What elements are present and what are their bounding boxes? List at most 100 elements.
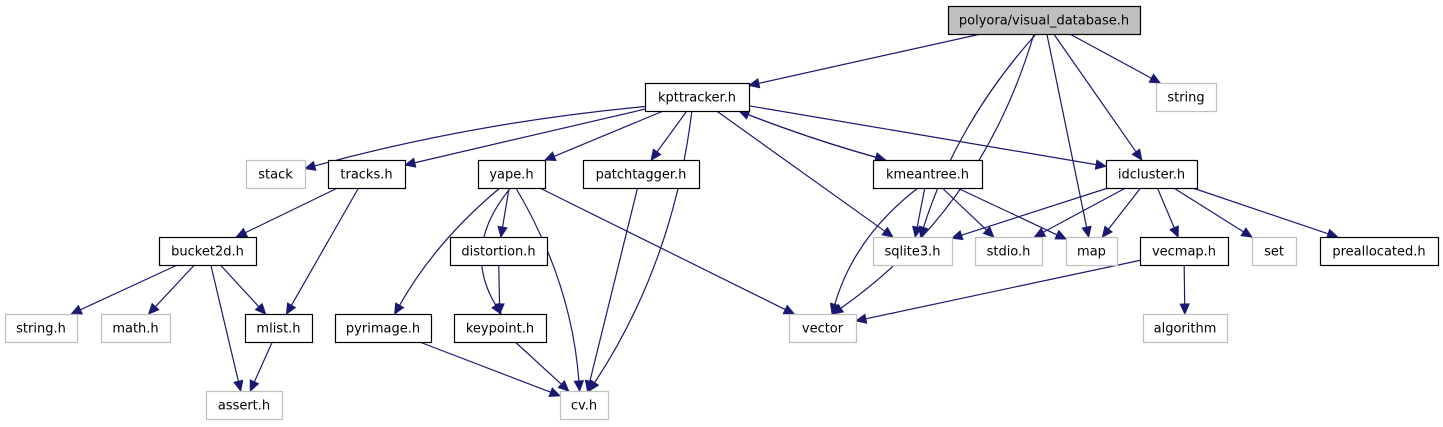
arrowhead-icon	[394, 302, 405, 316]
node-label: kpttracker.h	[658, 91, 736, 106]
edge-line	[514, 341, 562, 385]
node-box	[947, 5, 1142, 36]
edge-kpttracker-to-yape	[543, 110, 664, 161]
edge-visual_database-to-sqlite3	[918, 33, 1037, 239]
node-box	[158, 236, 258, 267]
node-label: vecmap.h	[1152, 245, 1216, 260]
node-box	[4, 313, 79, 344]
node-kpttracker[interactable]: kpttracker.h	[644, 82, 751, 113]
node-string: string	[1155, 82, 1218, 113]
edge-bucket2d-to-math	[147, 264, 195, 315]
node-box	[453, 313, 548, 344]
arrowhead-icon	[147, 302, 160, 315]
edge-line	[941, 187, 987, 231]
node-vecmap[interactable]: vecmap.h	[1139, 236, 1230, 267]
edge-line	[656, 110, 688, 153]
edge-line	[539, 187, 786, 311]
edge-bucket2d-to-assert	[210, 264, 244, 393]
edge-yape-to-vector	[539, 187, 796, 315]
node-label: string	[1167, 91, 1204, 106]
arrowhead-icon	[1131, 148, 1143, 161]
edge-line	[1069, 33, 1152, 79]
edge-line	[314, 105, 646, 167]
node-patchtagger[interactable]: patchtagger.h	[582, 159, 701, 190]
edge-line	[419, 341, 551, 393]
edge-mlist-to-assert	[249, 341, 273, 393]
arrowhead-icon	[403, 157, 417, 168]
arrowhead-icon	[1169, 225, 1179, 239]
node-label: distortion.h	[461, 245, 535, 260]
node-tracks[interactable]: tracks.h	[327, 159, 407, 190]
arrowhead-icon	[1240, 227, 1254, 238]
arrowhead-icon	[557, 380, 570, 392]
node-sqlite3: sqlite3.h	[872, 236, 954, 267]
node-box	[100, 313, 172, 344]
edge-line	[589, 187, 639, 382]
node-yape[interactable]: yape.h	[477, 159, 547, 190]
node-kmeantree[interactable]: kmeantree.h	[872, 159, 984, 190]
node-box	[644, 82, 751, 113]
node-idcluster[interactable]: idcluster.h	[1105, 159, 1199, 190]
edge-patchtagger-to-cv	[584, 187, 639, 393]
edge-line	[399, 187, 501, 306]
arrowhead-icon	[543, 151, 557, 161]
node-bucket2d[interactable]: bucket2d.h	[158, 236, 258, 267]
arrowhead-icon	[782, 304, 796, 315]
node-label: idcluster.h	[1118, 168, 1185, 183]
edge-line	[758, 33, 982, 84]
edge-idcluster-to-map	[1101, 187, 1142, 238]
node-label: kmeantree.h	[886, 168, 969, 183]
nodes-layer: polyora/visual_database.h kpttracker.h str…	[4, 5, 1440, 421]
arrowhead-icon	[912, 225, 923, 239]
node-label: preallocated.h	[1332, 245, 1425, 260]
edge-kmeantree-to-stdio	[941, 187, 995, 238]
arrowhead-icon	[1326, 228, 1339, 239]
arrowhead-icon	[254, 302, 267, 315]
edge-line	[1173, 187, 1244, 233]
edge-line	[80, 264, 178, 311]
edge-kpttracker-to-patchtagger	[650, 110, 688, 161]
edge-line	[1183, 264, 1186, 305]
node-label: mlist.h	[256, 322, 300, 337]
arrowhead-icon	[584, 379, 596, 393]
node-pyrimage[interactable]: pyrimage.h	[334, 313, 433, 344]
edge-idcluster-to-set	[1173, 187, 1254, 238]
edge-line	[961, 187, 1109, 236]
node-label: cv.h	[571, 399, 597, 414]
arrowhead-icon	[497, 225, 508, 239]
node-visual_database[interactable]: polyora/visual_database.h	[947, 5, 1142, 36]
node-label: string.h	[16, 322, 66, 337]
arrowhead-icon	[982, 225, 995, 238]
edge-line	[515, 187, 580, 382]
node-label: pyrimage.h	[346, 322, 420, 337]
arrowhead-icon	[1054, 229, 1068, 240]
edge-line	[840, 33, 1035, 309]
node-box	[1319, 236, 1440, 267]
edge-visual_database-to-idcluster	[1053, 33, 1143, 161]
node-box	[244, 313, 314, 344]
arrowhead-icon	[235, 227, 249, 238]
edge-line	[253, 341, 273, 383]
edge-tracks-to-mlist	[285, 187, 360, 316]
arrowhead-icon	[1094, 159, 1108, 170]
edge-line	[1192, 187, 1329, 235]
arrowhead-icon	[1033, 227, 1047, 238]
node-box	[334, 313, 433, 344]
node-mlist[interactable]: mlist.h	[244, 313, 314, 344]
arrowhead-icon	[950, 230, 964, 241]
node-keypoint[interactable]: keypoint.h	[453, 313, 548, 344]
edge-line	[290, 187, 360, 306]
edge-visual_database-to-map	[1046, 33, 1092, 239]
edge-idcluster-to-vecmap	[1156, 187, 1179, 239]
edge-line	[501, 187, 510, 228]
node-preallocated[interactable]: preallocated.h	[1319, 236, 1440, 267]
edge-keypoint-to-cv	[514, 341, 570, 392]
node-assert: assert.h	[205, 390, 284, 421]
node-stdio: stdio.h	[974, 236, 1044, 267]
edge-line	[834, 187, 919, 305]
node-distortion[interactable]: distortion.h	[449, 236, 549, 267]
edge-kmeantree-to-kpttracker	[737, 109, 886, 161]
arrowhead-icon	[854, 313, 868, 324]
arrowhead-icon	[494, 303, 505, 316]
edge-yape-to-pyrimage	[394, 187, 501, 316]
